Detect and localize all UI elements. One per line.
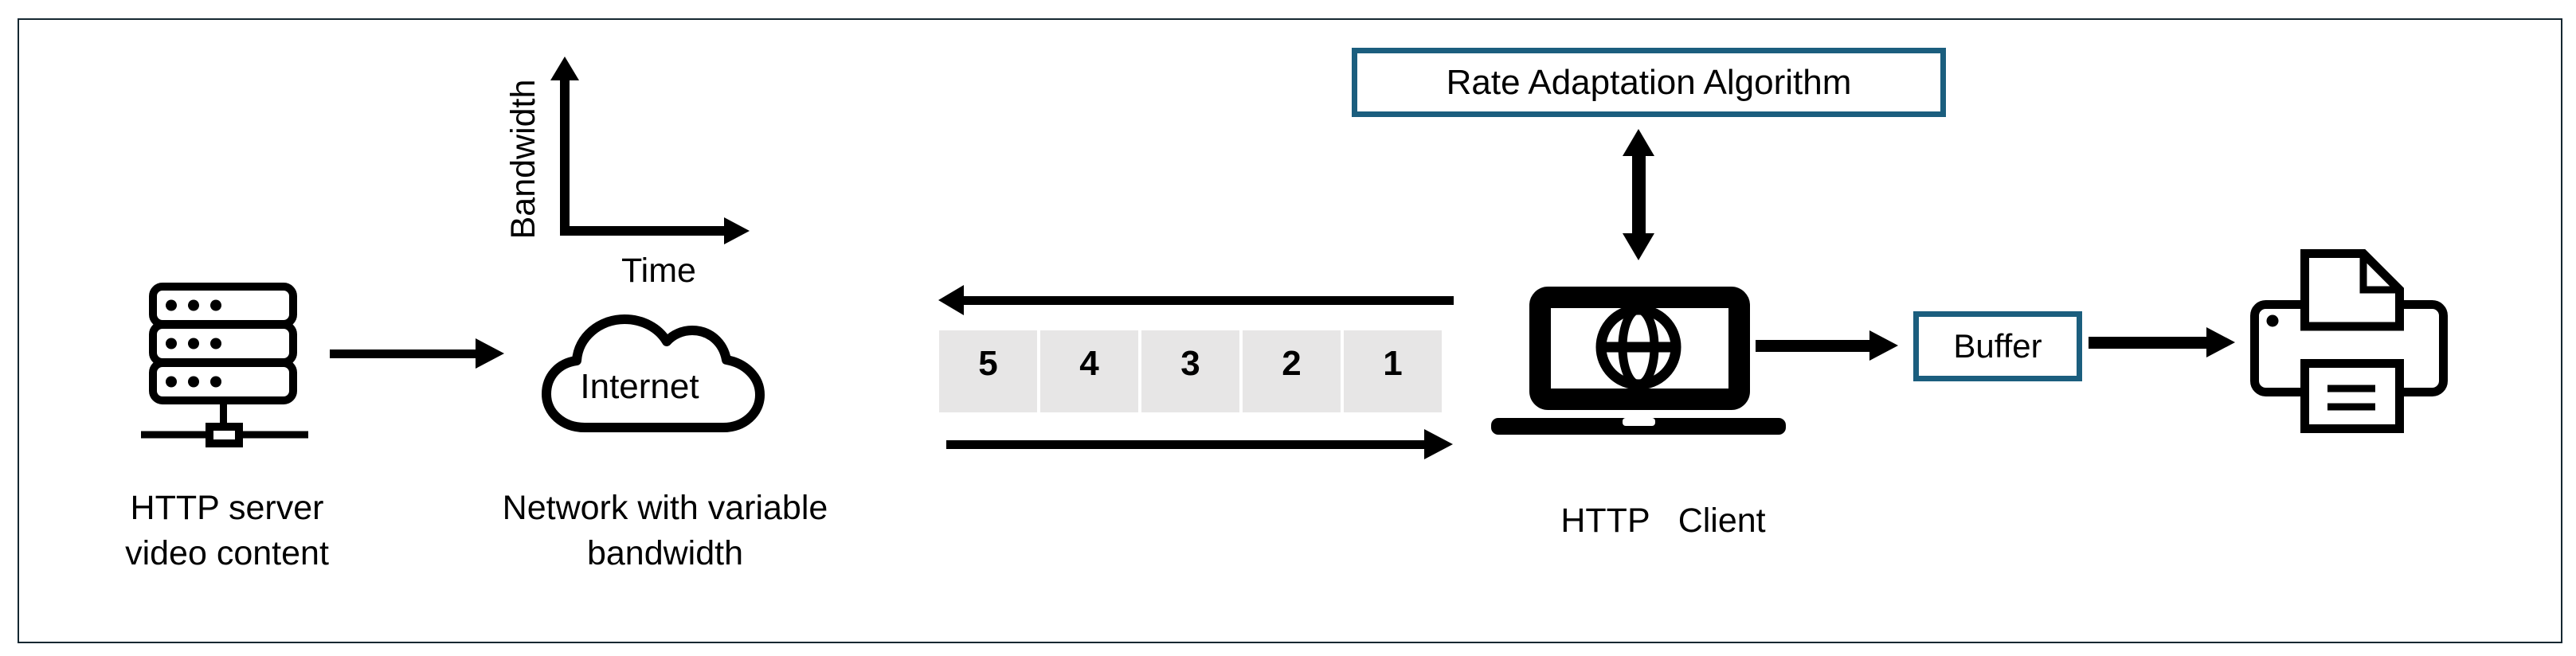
segment-chunk-3: 3 — [1141, 330, 1239, 412]
axis-x-line — [560, 226, 726, 236]
printer-icon — [2250, 249, 2448, 433]
axis-y-label: Bandwidth — [504, 79, 542, 240]
network-caption-line1: Network with variable — [502, 489, 828, 527]
axis-x-label: Time — [621, 252, 696, 290]
segment-chunk-5: 5 — [939, 330, 1037, 412]
server-icon — [141, 283, 308, 447]
axis-y-arrowhead-icon — [550, 57, 579, 80]
axis-x-arrowhead-icon — [724, 217, 750, 244]
server-label-line2: video content — [125, 534, 329, 572]
buffer-label: Buffer — [1953, 327, 2042, 365]
server-label: HTTP server video content — [76, 486, 378, 576]
client-label: HTTP Client — [1560, 502, 1766, 540]
segment-chunk-1: 1 — [1344, 330, 1442, 412]
segment-chunk-4: 4 — [1040, 330, 1138, 412]
server-label-line1: HTTP server — [130, 489, 324, 527]
network-caption: Network with variable bandwidth — [466, 486, 864, 576]
cloud-label: Internet — [580, 367, 699, 406]
buffer-box: Buffer — [1913, 311, 2082, 381]
segment-chunk-2: 2 — [1243, 330, 1341, 412]
axis-y-line — [560, 79, 570, 232]
rate-adaptation-box: Rate Adaptation Algorithm — [1352, 48, 1946, 117]
rate-adaptation-label: Rate Adaptation Algorithm — [1446, 62, 1852, 102]
laptop-globe-icon — [1491, 287, 1786, 435]
segment-row: 5 4 3 2 1 — [939, 330, 1442, 412]
network-caption-line2: bandwidth — [586, 534, 744, 572]
cloud-icon — [542, 314, 765, 432]
